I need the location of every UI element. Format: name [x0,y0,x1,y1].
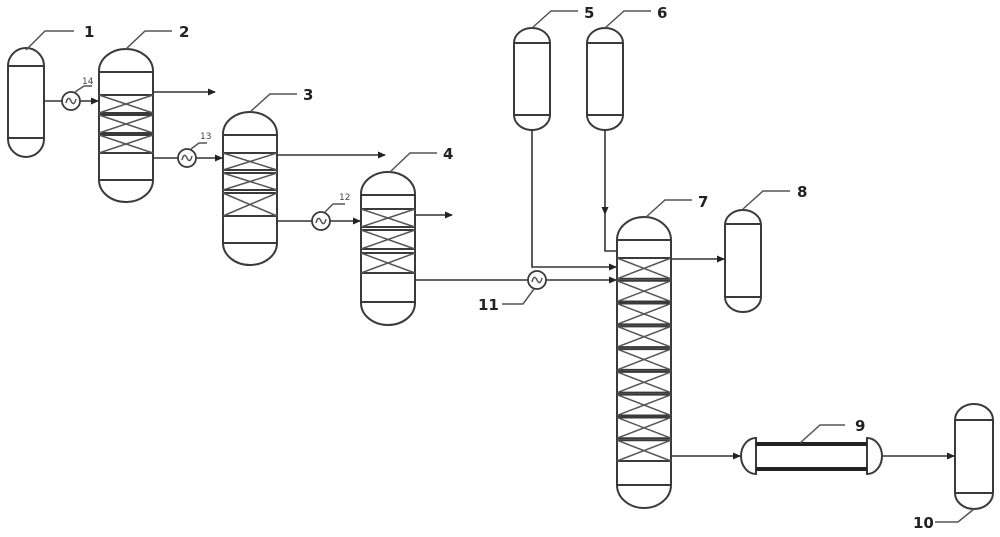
label-11: 11 [478,296,499,314]
label-2: 2 [179,23,189,41]
horizontal-exchanger-9 [740,436,883,476]
heat-exchanger-14 [61,91,81,111]
leader-line-11 [502,288,535,305]
leader-line-7 [644,199,692,219]
packing-cross [616,348,672,371]
packing-cross [616,257,672,280]
storage-tank-5 [513,27,551,131]
packing-cross [616,302,672,326]
heat-exchanger-13 [177,148,197,168]
leader-line-10 [935,508,975,523]
leader-line-1 [25,30,74,51]
packed-column-2 [98,48,154,203]
label-9: 9 [855,417,865,435]
packing-cross [616,393,672,417]
packed-column-4 [360,171,416,326]
label-7: 7 [698,193,708,211]
label-12: 12 [339,193,350,203]
packing-cross [616,371,672,394]
leader-line-6 [604,10,651,29]
heat-exchanger-11 [527,270,547,290]
label-3: 3 [303,86,313,104]
leader-line-5 [531,10,578,29]
stream-5-to-7 [531,130,617,271]
leader-line-14 [74,85,92,93]
label-1: 1 [84,23,94,41]
storage-tank-6 [586,27,624,131]
leader-line-2 [125,30,172,50]
leader-line-13 [190,142,207,150]
packed-column-3 [222,111,278,266]
packing-cross [616,325,672,348]
label-5: 5 [584,4,594,22]
feed-tank-1 [7,47,45,158]
leader-line-8 [742,190,790,210]
stream-6-to-7 [601,130,617,252]
label-8: 8 [797,183,807,201]
label-10: 10 [913,514,934,532]
label-14: 14 [82,77,94,87]
packing-cross [616,280,672,303]
label-4: 4 [443,145,453,163]
product-tank-10 [954,403,994,510]
leader-line-3 [249,93,297,113]
leader-line-9 [799,424,845,444]
packing-cross [616,416,672,439]
label-6: 6 [657,4,667,22]
heat-exchanger-12 [311,211,331,231]
leader-line-4 [389,152,437,173]
label-13: 13 [200,132,211,142]
packed-column-7 [616,216,672,509]
leader-line-12 [324,203,345,213]
packing-cross [616,439,672,462]
receiver-tank-8 [724,209,762,313]
